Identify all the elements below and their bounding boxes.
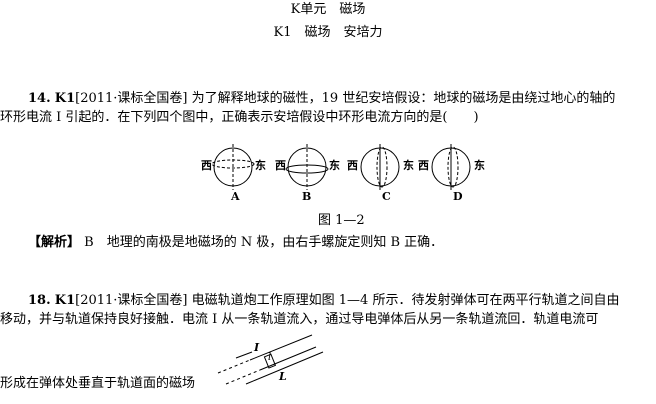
q14-line1: 14. K1[2011·课标全国卷] 为了解释地球的磁性，19 世纪安培假设：地…: [28, 91, 615, 107]
label-east-c: 东: [403, 159, 414, 172]
section-title: K1 磁场 安培力: [273, 25, 383, 40]
option-a: A: [231, 190, 240, 203]
unit-title: K单元 磁场: [290, 2, 366, 17]
figure-caption: 图 1—2: [318, 213, 365, 228]
rail-length-label: L: [279, 370, 287, 383]
q14-source: [2011·课标全国卷]: [75, 91, 188, 106]
globe-c: [360, 144, 400, 190]
label-west-a: 西: [201, 159, 212, 172]
q18-number: 18.: [28, 293, 51, 308]
q14-analysis: 【解析】 B 地理的南极是地磁场的 N 极，由右手螺旋定则知 B 正确．: [28, 235, 443, 251]
q18-tag: K1: [54, 293, 76, 308]
q18-text1: 电磁轨道炮工作原理如图 1—4 所示．待发射弹体可在两平行轨道之间自由: [191, 293, 620, 308]
label-west-c: 西: [347, 159, 358, 172]
rail-figure: [217, 334, 324, 385]
analysis-text: B 地理的南极是地磁场的 N 极，由右手螺旋定则知 B 正确．: [84, 235, 444, 250]
label-west-b: 西: [275, 159, 286, 172]
option-d: D: [453, 190, 463, 203]
label-east-b: 东: [329, 159, 340, 172]
rail-current-label: I: [254, 341, 260, 354]
globe-a: [211, 144, 255, 190]
globe-d: [431, 144, 471, 190]
analysis-label: 【解析】: [28, 235, 81, 250]
label-west-d: 西: [418, 159, 429, 172]
q14-line2: 环形电流 I 引起的．在下列四个图中，正确表示安培假设中环形电流方向的是( ): [0, 110, 479, 125]
option-b: B: [302, 190, 312, 203]
q14-tag: K1: [54, 91, 76, 106]
label-east-d: 东: [474, 159, 485, 172]
rail-width-label: l: [268, 352, 272, 363]
q18-line3: 形成在弹体处垂直于轨道面的磁场: [0, 376, 196, 391]
q14-number: 14.: [28, 91, 51, 106]
q14-text1: 为了解释地球的磁性，19 世纪安培假设：地球的磁场是由绕过地心的轴的: [191, 91, 616, 106]
q18-line2: 移动，并与轨道保持良好接触．电流 I 从一条轨道流入，通过导电弹体后从另一条轨道…: [0, 312, 599, 327]
option-c: C: [382, 190, 391, 203]
label-east-a: 东: [255, 159, 266, 172]
q18-line1: 18. K1[2011·课标全国卷] 电磁轨道炮工作原理如图 1—4 所示．待发…: [28, 293, 619, 309]
q18-source: [2011·课标全国卷]: [75, 293, 188, 308]
globe-b: [285, 144, 329, 190]
